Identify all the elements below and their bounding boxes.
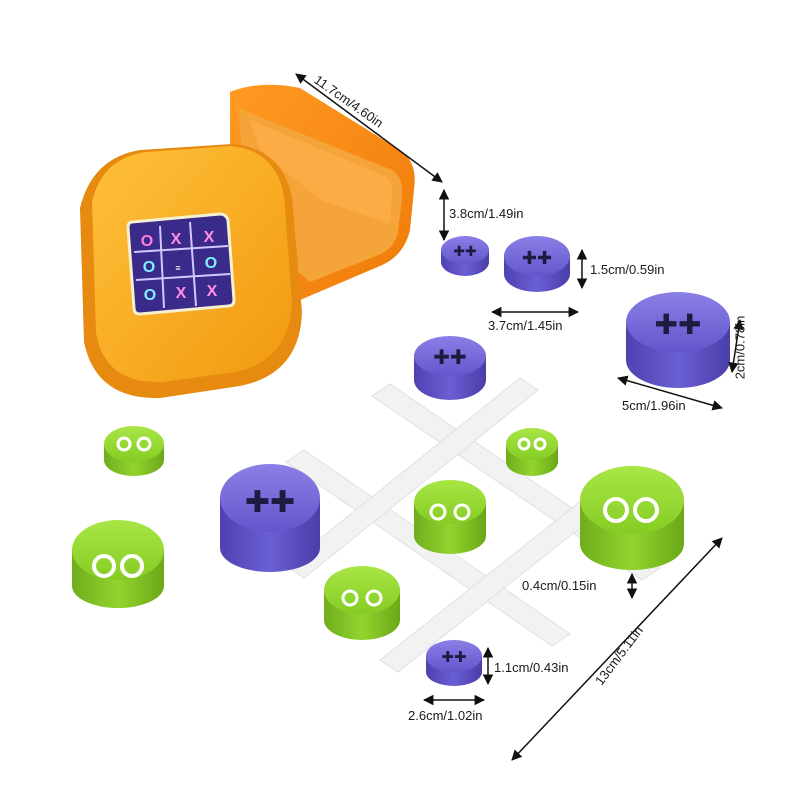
x-piece-small-top: ✚✚ — [441, 236, 489, 276]
x-piece-medium-top: ✚✚ — [504, 236, 570, 292]
svg-text:✚✚: ✚✚ — [245, 485, 295, 520]
x-piece-large-right: ✚✚ — [626, 292, 730, 388]
dimension-lines — [295, 73, 744, 761]
svg-text:✚✚: ✚✚ — [655, 308, 702, 341]
o-piece-board-bottom — [324, 566, 400, 640]
box-lid: O X X O ≡ O O X X — [80, 144, 302, 399]
x-piece-large-left: ✚✚ — [220, 464, 320, 572]
svg-text:✚✚: ✚✚ — [453, 244, 476, 260]
lid-symbol-0: O — [141, 233, 153, 250]
label-tiny-piece-height: 1.1cm/0.43in — [494, 660, 569, 675]
lid-symbol-6: O — [144, 287, 156, 304]
o-piece-small-left — [104, 426, 164, 476]
label-large-piece-width: 5cm/1.96in — [622, 398, 686, 413]
dim-line-large-width — [616, 375, 724, 411]
label-medium-piece-height: 1.5cm/0.59in — [590, 262, 665, 277]
lid-symbol-7: X — [176, 285, 187, 302]
svg-text:✚✚: ✚✚ — [522, 248, 552, 269]
lid-symbol-5: O — [205, 255, 217, 272]
lid-symbol-3: O — [143, 259, 155, 276]
x-piece-tiny-bottom: ✚✚ — [426, 640, 482, 686]
lid-tic-tac-toe-screen: O X X O ≡ O O X X — [126, 212, 236, 316]
label-tiny-piece-width: 2.6cm/1.02in — [408, 708, 483, 723]
svg-text:✚✚: ✚✚ — [433, 345, 467, 369]
dim-line-large-height — [728, 318, 744, 374]
dim-line-board-diagonal — [511, 537, 723, 761]
x-piece-board-top: ✚✚ — [414, 336, 486, 400]
lid-symbol-4: ≡ — [175, 263, 180, 273]
label-board-thickness: 0.4cm/0.15in — [522, 578, 597, 593]
o-piece-large-right — [580, 466, 684, 570]
o-piece-board-top-right — [506, 428, 558, 476]
o-piece-large-left — [72, 520, 164, 608]
lid-symbol-2: X — [204, 229, 215, 246]
label-large-piece-height: 2cm/0.78in — [732, 315, 748, 380]
label-small-piece-height: 3.8cm/1.49in — [449, 206, 524, 221]
o-piece-board-center — [414, 480, 486, 554]
dim-line-box-width — [295, 73, 443, 183]
lid-symbol-8: X — [207, 283, 218, 300]
svg-text:✚✚: ✚✚ — [441, 648, 466, 666]
lid-symbol-1: X — [171, 231, 182, 248]
label-medium-piece-width: 3.7cm/1.45in — [488, 318, 563, 333]
